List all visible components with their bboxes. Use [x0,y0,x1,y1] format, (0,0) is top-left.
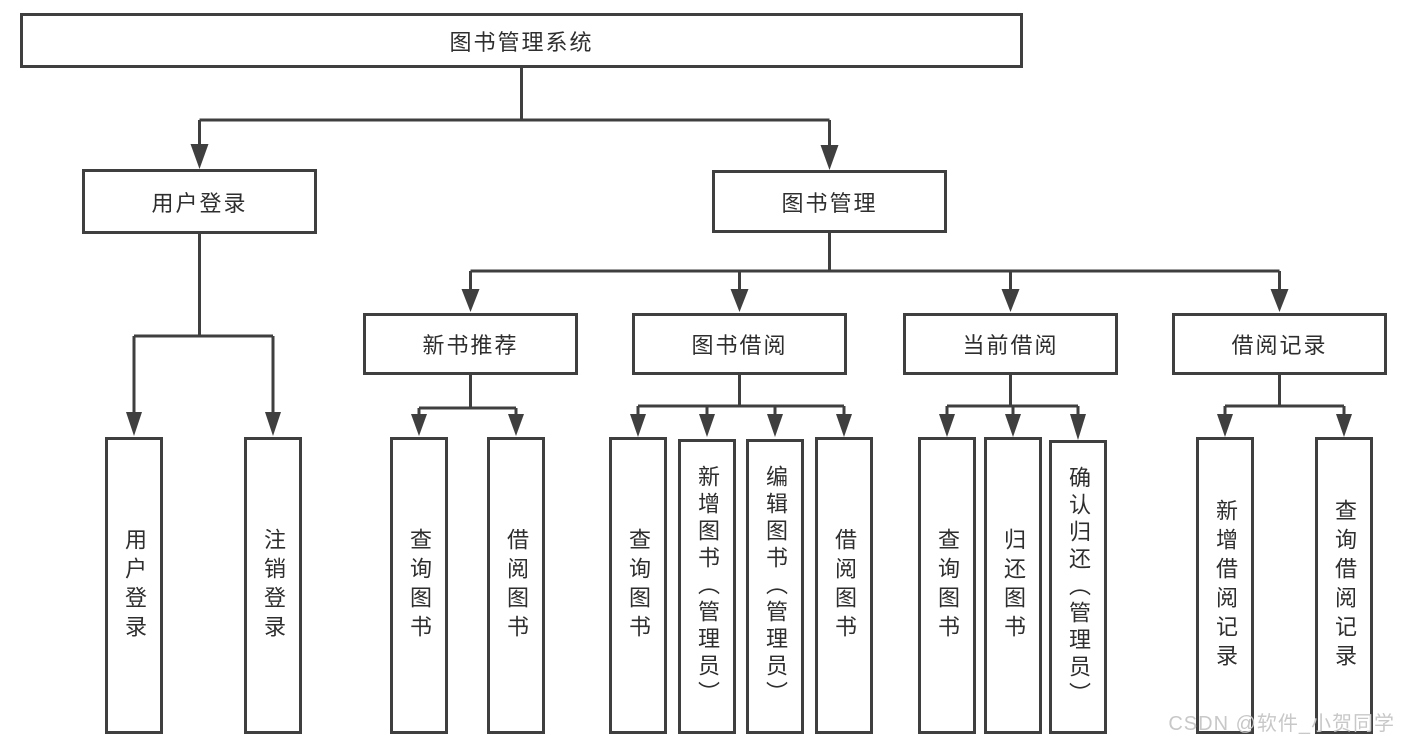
connector-line [417,375,518,416]
arrow-down-icon [836,414,852,437]
arrow-down-icon [1270,289,1289,312]
node-user-login: 用户登录 [82,169,317,234]
leaf-add-borrow-record: 新增借阅记录 [1196,437,1254,734]
leaf-logout: 注销登录 [244,437,302,734]
connector-root-to-level2 [190,68,839,170]
leaf-return-books: 归还图书 [984,437,1042,734]
connector-current-borrow-to-leaves [939,375,1086,440]
node-book-borrow: 图书借阅 [632,313,847,375]
watermark: CSDN @软件_小贺同学 [1168,713,1395,735]
arrow-down-icon [1070,414,1086,440]
leaf-borrow-query-books: 查询图书 [609,437,667,734]
leaf-recommend-query-books: 查询图书 [390,437,448,734]
connector-book-management-to-level3 [461,233,1289,312]
leaf-add-book-admin: 新增图书（管理员） [678,439,736,734]
arrow-down-icon [1217,414,1233,437]
connector-user-login-to-leaves [126,234,281,436]
connector-new-book-recommend-to-leaves [411,375,524,436]
node-current-borrow: 当前借阅 [903,313,1118,375]
arrow-down-icon [461,289,480,312]
connector-book-borrow-to-leaves [630,375,852,437]
node-new-book-recommend: 新书推荐 [363,313,578,375]
arrow-down-icon [411,414,427,436]
connector-line [945,375,1080,414]
arrow-down-icon [190,144,209,169]
leaf-confirm-return-admin: 确认归还（管理员） [1049,440,1107,734]
connector-line [132,234,275,414]
arrow-down-icon [1005,414,1021,437]
leaf-query-borrow-record: 查询借阅记录 [1315,437,1373,734]
node-borrow-records: 借阅记录 [1172,313,1387,375]
arrow-down-icon [767,414,783,437]
arrow-down-icon [730,289,749,312]
node-book-management: 图书管理 [712,170,947,233]
arrow-down-icon [699,414,715,437]
leaf-edit-book-admin: 编辑图书（管理员） [746,439,804,734]
connector-line [469,233,1281,291]
connector-line [1223,375,1346,414]
arrow-down-icon [508,414,524,436]
arrow-down-icon [630,414,646,437]
connector-line [198,68,831,147]
arrow-down-icon [820,145,839,170]
connector-borrow-records-to-leaves [1217,375,1352,437]
connector-line [636,375,846,414]
arrow-down-icon [126,412,142,436]
leaf-user-login: 用户登录 [105,437,163,734]
arrow-down-icon [1001,289,1020,312]
arrow-down-icon [265,412,281,436]
leaf-recommend-borrow-books: 借阅图书 [487,437,545,734]
leaf-borrow-borrow-books: 借阅图书 [815,437,873,734]
leaf-current-query-books: 查询图书 [918,437,976,734]
arrow-down-icon [939,414,955,437]
arrow-down-icon [1336,414,1352,437]
node-root: 图书管理系统 [20,13,1023,68]
